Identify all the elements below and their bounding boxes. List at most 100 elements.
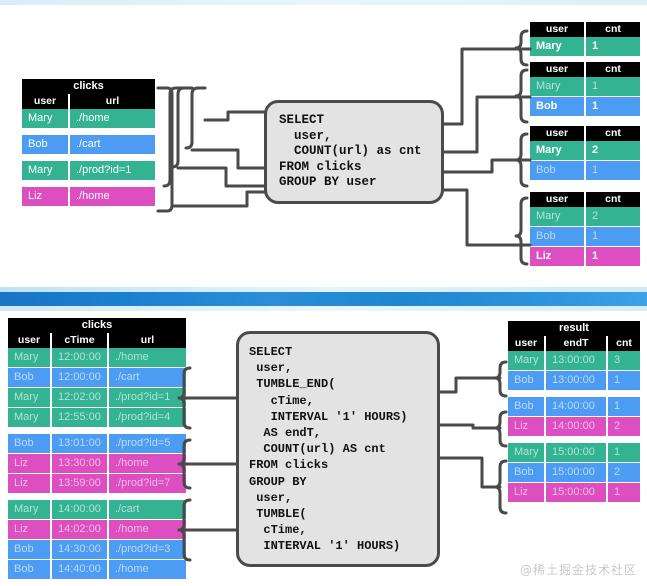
watermark: @稀土掘金技术社区 bbox=[519, 563, 637, 577]
table-cell: Mary bbox=[8, 408, 52, 427]
column-header-endt: endT bbox=[546, 336, 608, 351]
table-cell: ./prod?id=4 bbox=[115, 411, 171, 423]
table-cell: 14:40:00 bbox=[52, 560, 109, 579]
table-cell: 13:00:00 bbox=[546, 351, 608, 370]
table-cell: 1 bbox=[592, 250, 599, 262]
table-cell: ./prod?id=5 bbox=[115, 437, 171, 449]
table-cell: Liz bbox=[8, 520, 52, 539]
table-cell: ./prod?id=1 bbox=[115, 391, 171, 403]
table-row: Bob 1 bbox=[530, 161, 640, 180]
table-header-row: user cnt bbox=[530, 22, 640, 37]
section-divider-band bbox=[0, 287, 647, 311]
table-cell: Mary bbox=[508, 351, 546, 370]
table-cell: Bob bbox=[8, 540, 52, 559]
table-cell: ./home bbox=[76, 190, 110, 202]
column-header-user: user bbox=[22, 94, 70, 109]
table-cell: ./cart bbox=[115, 371, 140, 383]
table-cell: Liz bbox=[530, 247, 586, 266]
table-cell: ./cart bbox=[76, 138, 101, 150]
table-cell: Mary bbox=[508, 443, 546, 462]
table-cell: 14:00:00 bbox=[546, 417, 608, 436]
table-cell: Mary bbox=[22, 109, 70, 128]
table-cell: 1 bbox=[614, 374, 621, 386]
column-header-user: user bbox=[530, 126, 586, 141]
table-cell: 15:00:00 bbox=[546, 443, 608, 462]
table-row: Mary ./home bbox=[22, 109, 155, 128]
table-cell: 13:00:00 bbox=[546, 371, 608, 390]
table-cell: 13:01:00 bbox=[52, 434, 109, 453]
table-cell: 14:02:00 bbox=[52, 520, 109, 539]
table-cell: 1 bbox=[614, 486, 621, 498]
top-sql-query-box: SELECT user, COUNT(url) as cnt FROM clic… bbox=[264, 100, 444, 204]
column-header-url: url bbox=[105, 95, 120, 107]
table-cell: Bob bbox=[508, 371, 546, 390]
table-row: Mary./prod?id=1 bbox=[22, 161, 155, 180]
column-header-cnt: cnt bbox=[605, 23, 621, 35]
table-cell: Mary bbox=[530, 141, 586, 160]
table-cell: ./prod?id=3 bbox=[115, 543, 171, 555]
table-cell: 15:00:00 bbox=[546, 463, 608, 482]
table-cell: ./cart bbox=[115, 503, 140, 515]
table-cell: Liz bbox=[8, 474, 52, 493]
table-cell: Mary bbox=[530, 207, 586, 226]
bracket-top-all bbox=[156, 86, 174, 213]
table-cell: Mary bbox=[8, 500, 52, 519]
table-cell: ./home bbox=[115, 351, 149, 363]
table-header-row: user endT cnt bbox=[508, 336, 640, 351]
table-header-row: user url bbox=[22, 94, 155, 109]
table-cell: 3 bbox=[614, 354, 621, 366]
table-cell: 12:55:00 bbox=[52, 408, 109, 427]
table-cell: Mary bbox=[22, 161, 70, 180]
table-cell: Bob bbox=[530, 97, 586, 116]
table-cell: 2 bbox=[592, 144, 599, 156]
column-header-cnt: cnt bbox=[616, 337, 632, 349]
table-cell: 12:02:00 bbox=[52, 388, 109, 407]
table-cell: Liz bbox=[508, 417, 546, 436]
table-cell: 1 bbox=[592, 230, 599, 242]
table-cell: Mary bbox=[530, 37, 586, 56]
table-row: Mary 2 bbox=[530, 141, 640, 160]
table-cell: 1 bbox=[614, 400, 621, 412]
table-cell: ./home bbox=[115, 563, 149, 575]
table-cell: ./home bbox=[115, 457, 149, 469]
table-cell: 1 bbox=[592, 80, 599, 92]
table-cell: 15:00:00 bbox=[546, 483, 608, 502]
table-caption: clicks bbox=[8, 318, 186, 333]
table-cell: ./home bbox=[115, 523, 149, 535]
table-cell: Liz bbox=[508, 483, 546, 502]
table-cell: 1 bbox=[592, 164, 599, 176]
column-header-user: user bbox=[530, 22, 586, 37]
column-header-user: user bbox=[530, 192, 586, 207]
table-row: Bob./cart bbox=[22, 135, 155, 154]
table-cell: 14:00:00 bbox=[546, 397, 608, 416]
table-cell: Bob bbox=[508, 463, 546, 482]
table-cell: Liz bbox=[8, 454, 52, 473]
table-cell: Bob bbox=[530, 161, 586, 180]
column-header-user: user bbox=[530, 62, 586, 77]
table-cell: 12:00:00 bbox=[52, 368, 109, 387]
table-cell: ./home bbox=[76, 112, 110, 124]
table-cell: Bob bbox=[508, 397, 546, 416]
table-caption: result bbox=[508, 321, 640, 336]
